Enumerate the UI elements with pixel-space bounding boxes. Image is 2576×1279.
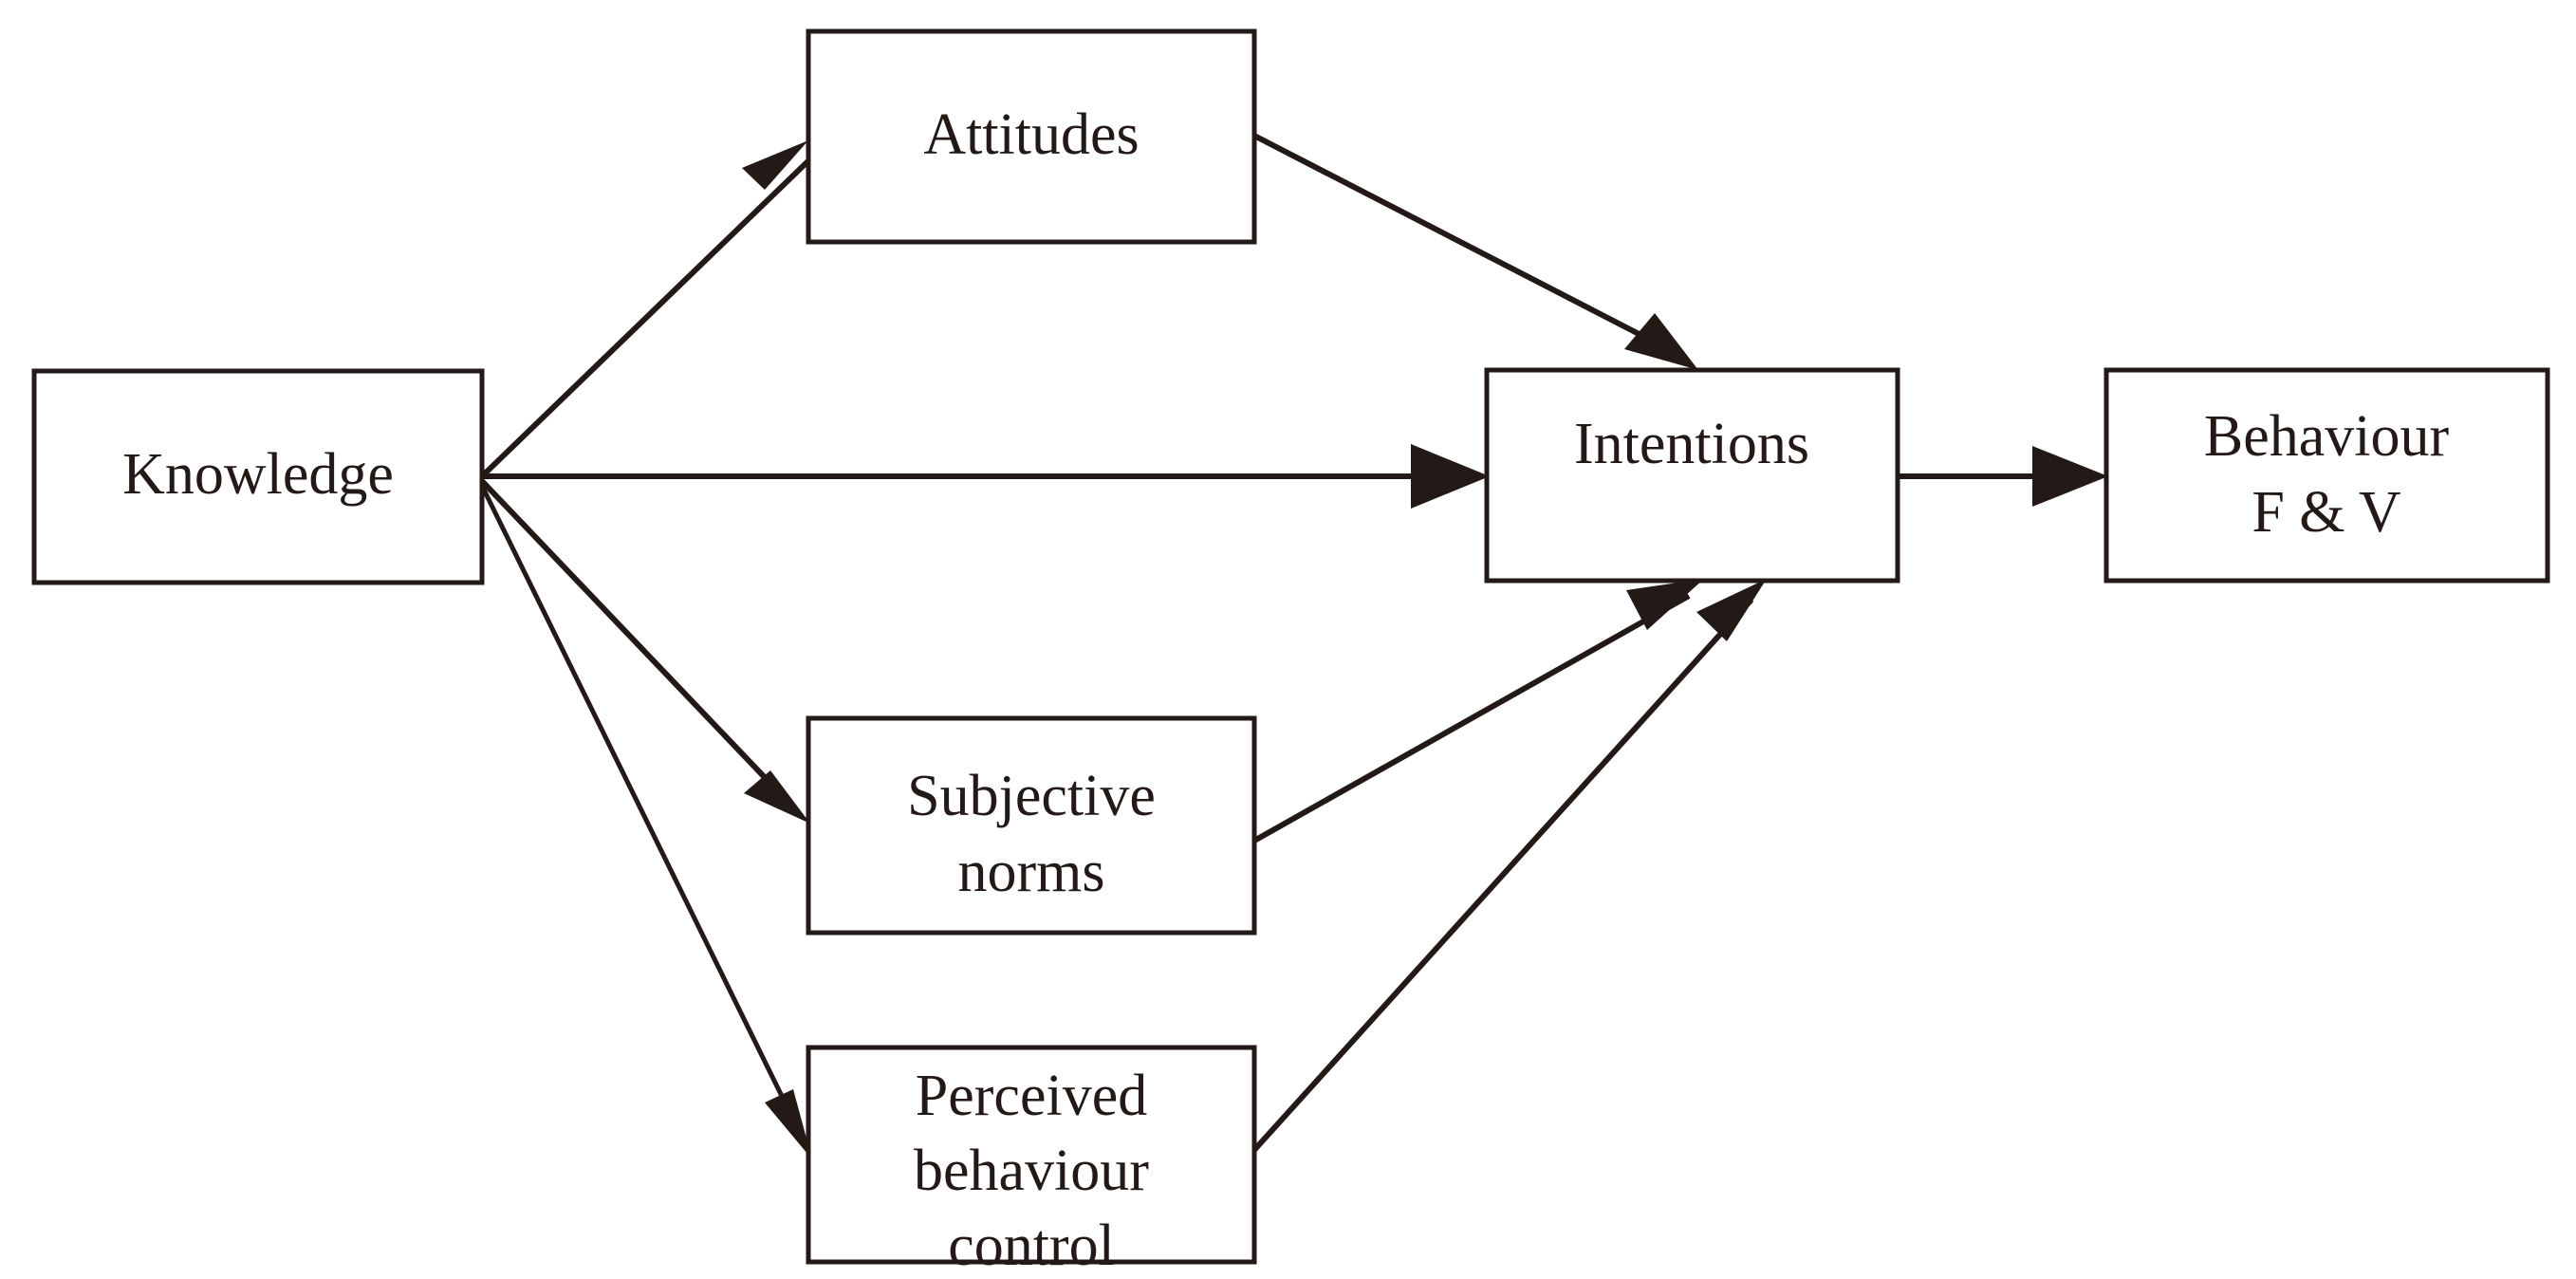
node-attitudes-label: Attitudes [923, 102, 1139, 167]
arrowhead-knowledge-pbc [765, 1089, 812, 1159]
node-knowledge-label: Knowledge [122, 442, 394, 507]
edge-knowledge-to-attitudes [479, 140, 825, 479]
node-intentions-box[interactable] [1484, 367, 1900, 584]
node-attitudes[interactable]: Attitudes [806, 28, 1257, 245]
edge-attitudes-to-intentions [1252, 133, 1698, 370]
edge-line-knowledge-pbc [479, 484, 805, 1139]
edge-line-pbc-intentions [1251, 597, 1754, 1153]
arrowhead-pbc-intentions [1696, 579, 1767, 641]
node-intentions[interactable]: Intentions [1484, 367, 1900, 584]
node-knowledge[interactable]: Knowledge [31, 368, 485, 585]
node-subjective-norms-label-line-1: Subjective [907, 764, 1156, 828]
edge-intentions-to-behaviour [1898, 446, 2108, 507]
node-subjective-norms-box[interactable] [806, 715, 1257, 936]
edge-knowledge-to-perceived-behaviour-control [479, 484, 812, 1159]
arrowhead-knowledge-subjective-norms [744, 770, 810, 824]
node-attitudes-box[interactable] [806, 28, 1257, 245]
edge-line-attitudes-intentions [1252, 133, 1681, 358]
edge-subjective-norms-to-intentions [1252, 579, 1704, 843]
arrowhead-knowledge-intentions [1411, 444, 1490, 509]
edge-knowledge-to-subjective-norms [479, 478, 810, 824]
edge-line-knowledge-subjective-norms [479, 478, 800, 814]
node-behaviour-label-line-2: F & V [2252, 480, 2401, 545]
node-behaviour[interactable]: Behaviour F & V [2103, 367, 2550, 584]
arrowhead-knowledge-attitudes [742, 140, 808, 190]
edge-knowledge-to-intentions [482, 444, 1490, 509]
arrowhead-subjective-norms-intentions [1626, 579, 1704, 630]
edge-line-knowledge-attitudes [479, 145, 825, 479]
node-behaviour-label-line-1: Behaviour [2204, 404, 2450, 469]
edge-line-subjective-norms-intentions [1252, 593, 1691, 843]
node-subjective-norms-label-line-2: norms [958, 840, 1105, 904]
node-behaviour-box[interactable] [2103, 367, 2550, 584]
node-perceived-behaviour-control[interactable]: Perceived behaviour control [806, 1045, 1257, 1278]
edge-perceived-behaviour-control-to-intentions [1251, 579, 1767, 1153]
node-subjective-norms[interactable]: Subjective norms [806, 715, 1257, 936]
node-pbc-label-line-1: Perceived [916, 1064, 1147, 1128]
node-pbc-label-line-2: behaviour [914, 1139, 1149, 1203]
arrowhead-attitudes-intentions [1624, 313, 1698, 370]
arrowhead-intentions-behaviour [2032, 446, 2108, 507]
node-knowledge-box[interactable] [31, 368, 485, 585]
node-pbc-label-line-3: control [948, 1214, 1115, 1278]
node-intentions-label: Intentions [1574, 412, 1809, 476]
node-perceived-behaviour-control-box[interactable] [806, 1045, 1257, 1265]
